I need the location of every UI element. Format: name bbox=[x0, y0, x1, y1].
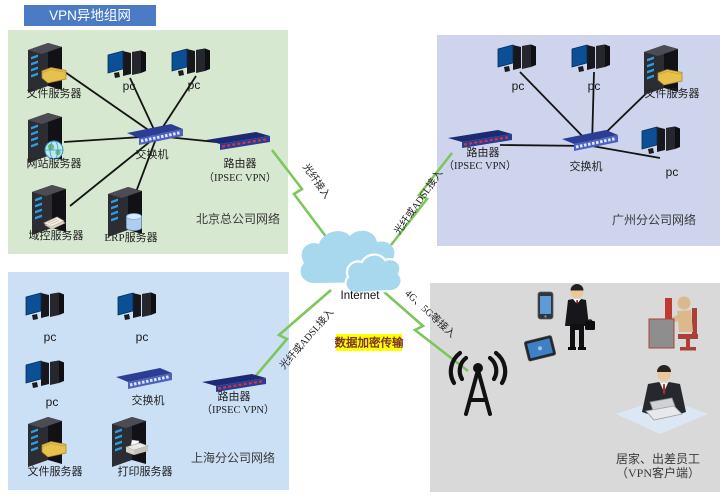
pc-label: pc bbox=[44, 330, 57, 344]
page-title: VPN异地组网 bbox=[49, 8, 131, 23]
internet-label: Internet bbox=[341, 290, 381, 302]
pc-label: pc bbox=[512, 79, 525, 93]
beijing-network-name: 北京总公司网络 bbox=[196, 211, 280, 226]
print-server-icon bbox=[112, 417, 149, 467]
router-label: 路由器 bbox=[467, 145, 500, 159]
encrypted-transfer-label: 数据加密传输 bbox=[335, 336, 404, 350]
pc-label: pc bbox=[188, 78, 201, 92]
fiber-access-label: 光纤接入 bbox=[300, 161, 334, 201]
wan-link-mobile bbox=[382, 290, 469, 373]
wan-link-beijing bbox=[270, 149, 335, 247]
lan-line bbox=[519, 71, 593, 147]
internet-cloud: Internet bbox=[300, 230, 403, 302]
home-label-line2: （VPN客户端） bbox=[616, 465, 700, 480]
erp-server-icon bbox=[108, 187, 142, 237]
router-label: 路由器 bbox=[224, 156, 257, 170]
shanghai-network: pc pc pc 交换机 路由器 （IPSEC VPN） 文件服务器 打印服务器… bbox=[25, 292, 275, 478]
lan-line bbox=[129, 77, 158, 137]
home-zone: 居家、出差员工 （VPN客户端） bbox=[451, 283, 709, 480]
wan-links bbox=[252, 149, 469, 380]
pc-label: pc bbox=[588, 79, 601, 93]
home-label-line1: 居家、出差员工 bbox=[616, 451, 700, 466]
print-server-label: 打印服务器 bbox=[118, 464, 173, 478]
encrypted-transfer-highlight bbox=[336, 334, 402, 351]
switch-label: 交换机 bbox=[570, 159, 603, 173]
file-server-label: 文件服务器 bbox=[27, 86, 82, 100]
beijing-network: 文件服务器 pc pc 网站服务器 域控服务器 ERP服务器 交换机 路由器 （… bbox=[27, 43, 280, 244]
lan-line bbox=[61, 69, 158, 137]
switch-label: 交换机 bbox=[136, 147, 169, 161]
file-server-label: 文件服务器 bbox=[645, 86, 700, 100]
erp-server-label: ERP服务器 bbox=[104, 231, 157, 244]
lan-line bbox=[591, 145, 661, 159]
file-server-icon bbox=[28, 417, 67, 467]
smartphone-icon bbox=[537, 291, 554, 320]
guangzhou-network-name: 广州分公司网络 bbox=[612, 212, 696, 227]
pc-label: pc bbox=[123, 79, 136, 93]
switch-label: 交换机 bbox=[132, 393, 165, 407]
domain-server-label: 域控服务器 bbox=[29, 228, 84, 242]
shanghai-network-name: 上海分公司网络 bbox=[191, 450, 275, 465]
wan-link-shanghai bbox=[252, 289, 332, 380]
lan-line bbox=[132, 135, 158, 201]
file-server-icon bbox=[28, 43, 67, 93]
pc-label: pc bbox=[46, 395, 59, 409]
pc-label: pc bbox=[666, 165, 679, 179]
pc-label: pc bbox=[136, 330, 149, 344]
domain-server-icon bbox=[32, 185, 66, 235]
cloud-shape-small bbox=[344, 253, 403, 295]
web-server-icon bbox=[28, 113, 64, 163]
lan-line bbox=[69, 135, 158, 207]
router-sub-label: （IPSEC VPN） bbox=[443, 160, 516, 172]
router-sub-label: （IPSEC VPN） bbox=[201, 404, 274, 416]
file-server-label: 文件服务器 bbox=[28, 464, 83, 478]
router-label: 路由器 bbox=[218, 389, 251, 403]
wan-link-guangzhou bbox=[389, 152, 454, 246]
router-sub-label: （IPSEC VPN） bbox=[203, 172, 276, 184]
guangzhou-network: pc pc 文件服务器 路由器 （IPSEC VPN） 交换机 pc 广州分公司… bbox=[443, 44, 700, 227]
title-banner bbox=[24, 5, 156, 26]
web-server-label: 网站服务器 bbox=[27, 156, 82, 170]
